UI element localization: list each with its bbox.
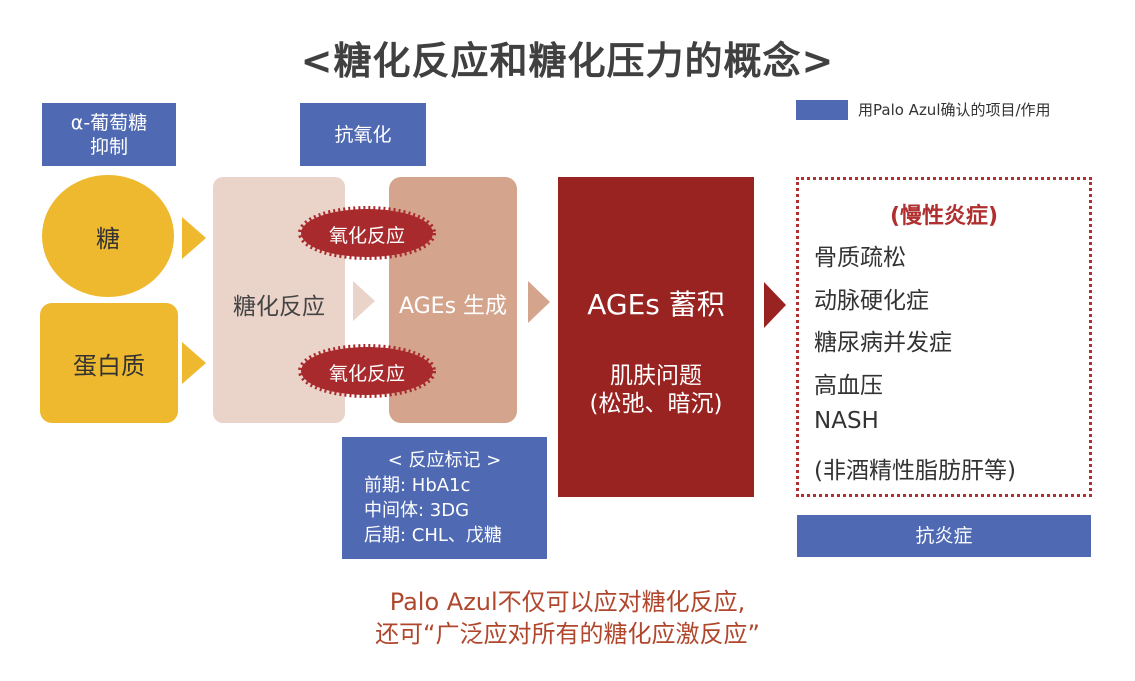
ages-generation-label: AGEs 生成 <box>398 294 508 319</box>
oxidation-label-bottom: 氧化反应 <box>328 363 405 385</box>
skin-problem-label: 肌肤问题 <box>610 363 702 389</box>
marker-early: 前期: HbA1c <box>364 475 471 496</box>
anti-inflammation-label: 抗炎症 <box>915 525 973 547</box>
chronic-inflammation-box <box>796 177 1092 497</box>
sugar-circle: 糖 <box>42 175 174 297</box>
oxidation-label-top: 氧化反应 <box>328 225 405 247</box>
disease-item: NASH <box>814 408 879 434</box>
alpha-glucosidase-line1: α-葡萄糖 <box>70 111 148 134</box>
disease-item: (非酒精性脂肪肝等) <box>814 458 1016 484</box>
anti-inflammation-box: 抗炎症 <box>797 515 1091 557</box>
legend-label: 用Palo Azul确认的项目/作用 <box>858 101 1051 119</box>
antioxidant-label: 抗氧化 <box>334 123 392 146</box>
protein-label: 蛋白质 <box>73 351 145 380</box>
page-title: <糖化反应和糖化压力的概念> <box>300 39 835 83</box>
skin-problem-detail: (松弛、暗沉) <box>589 391 723 417</box>
ages-accumulation-title: AGEs 蓄积 <box>587 288 725 321</box>
ages-generation-arrow <box>528 281 550 323</box>
marker-late: 后期: CHL、戊糖 <box>364 525 502 546</box>
alpha-glucosidase-line2: 抑制 <box>89 135 128 158</box>
disease-item: 骨质疏松 <box>814 245 906 271</box>
sugar-label: 糖 <box>96 224 120 253</box>
oxidation-badge-top <box>298 206 436 260</box>
bottom-note-line1: Palo Azul不仅可以应对糖化反应, <box>389 588 746 616</box>
protein-box: 蛋白质 <box>40 303 178 423</box>
disease-item: 糖尿病并发症 <box>814 330 952 356</box>
ages-accumulation-box <box>558 177 754 497</box>
oxidation-badge-bottom <box>298 344 436 398</box>
legend-swatch <box>796 100 848 120</box>
disease-item: 动脉硬化症 <box>814 288 929 314</box>
disease-item: 高血压 <box>814 373 883 399</box>
reaction-markers-box: < 反应标记 > 前期: HbA1c 中间体: 3DG 后期: CHL、戊糖 <box>342 437 547 559</box>
protein-arrow <box>182 342 206 384</box>
ages-accumulation-arrow <box>764 282 786 328</box>
reaction-markers-title: < 反应标记 > <box>387 450 502 471</box>
glycation-label: 糖化反应 <box>233 294 325 320</box>
bottom-note-line2: 还可“广泛应对所有的糖化应激反应” <box>375 620 760 648</box>
sugar-arrow <box>182 217 206 259</box>
glycation-arrow <box>353 281 375 321</box>
alpha-glucosidase-inhibition-box: α-葡萄糖 抑制 <box>42 103 176 166</box>
antioxidant-box: 抗氧化 <box>300 103 426 166</box>
chronic-inflammation-title: (慢性炎症) <box>889 204 999 229</box>
marker-intermediate: 中间体: 3DG <box>364 500 470 521</box>
